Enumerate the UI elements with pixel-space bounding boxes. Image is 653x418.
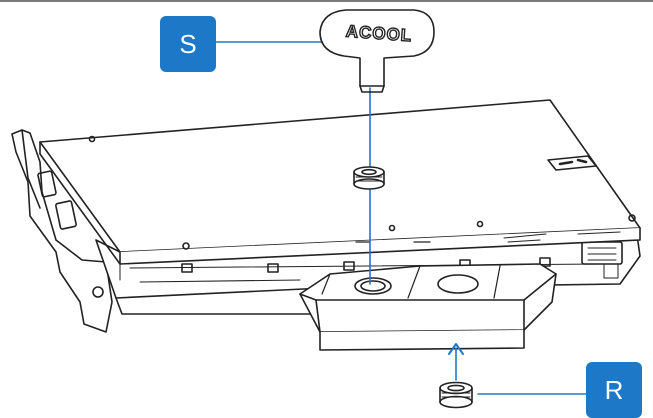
callout-r: R (586, 362, 642, 418)
callout-leaders (215, 41, 589, 395)
callout-s-label: S (179, 29, 197, 59)
callout-r-label: R (604, 375, 624, 405)
arrow-icon (448, 343, 464, 355)
pci-bracket (11, 129, 113, 333)
tool-key-icon (319, 9, 435, 93)
screw-plug-icon (439, 381, 473, 409)
terminal-bridge (299, 263, 557, 351)
top-plate (39, 99, 641, 265)
screw-plug-icon (353, 166, 385, 190)
callout-s: S (160, 16, 216, 72)
